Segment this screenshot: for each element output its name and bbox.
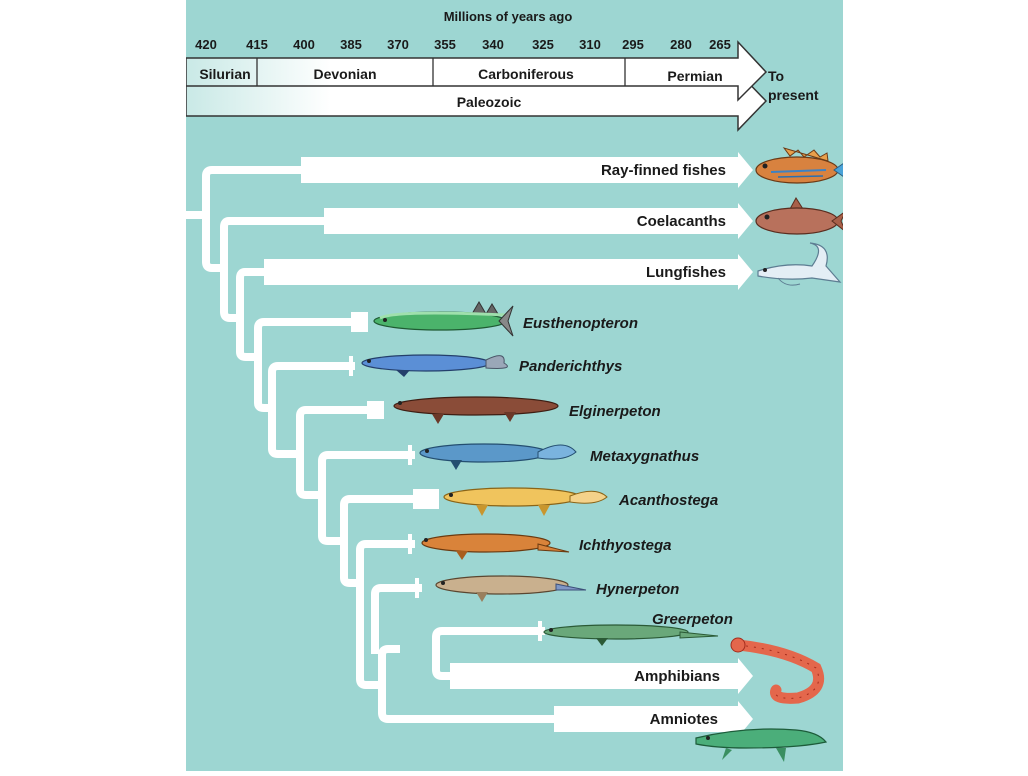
diagram-panel: Millions of years ago 420 415 400 385 37…: [182, 0, 855, 771]
alligator-icon: [695, 728, 828, 762]
tick-label: 420: [195, 37, 217, 52]
era-label: Paleozoic: [457, 94, 522, 110]
coelacanth-icon: [755, 197, 847, 235]
stem-markers: [349, 312, 542, 641]
hynerpeton-icon: [435, 575, 587, 602]
lungfish-icon: [757, 242, 842, 286]
label-hynerpeton: Hynerpeton: [596, 581, 679, 598]
period-permian: Permian: [667, 68, 722, 84]
tick-label: 340: [482, 37, 504, 52]
period-arrow: [185, 40, 768, 102]
tick-label: 310: [579, 37, 601, 52]
branch-arrow-ray-finned: [301, 152, 753, 188]
branch-arrow-coelacanths: [324, 203, 753, 239]
eusthenopteron-icon: [373, 301, 514, 337]
label-amphibians: Amphibians: [634, 668, 720, 685]
label-panderichthys: Panderichthys: [519, 358, 622, 375]
salamander-icon: [730, 637, 825, 704]
branch-arrow-lungfishes: [264, 254, 753, 290]
to-present-line1: To: [768, 68, 784, 84]
label-coelacanths: Coelacanths: [637, 213, 726, 230]
label-eusthenopteron: Eusthenopteron: [523, 315, 638, 332]
tick-label: 385: [340, 37, 362, 52]
to-present-line2: present: [768, 87, 819, 103]
tick-label: 280: [670, 37, 692, 52]
label-metaxygnathus: Metaxygnathus: [590, 448, 699, 465]
label-acanthostega: Acanthostega: [618, 492, 718, 509]
timeline-ticks: 420 415 400 385 370 355 340 325 310 295 …: [195, 37, 731, 52]
branch-arrow-amniotes: [554, 701, 753, 737]
period-devonian: Devonian: [313, 66, 376, 82]
label-ichthyostega: Ichthyostega: [579, 537, 672, 554]
tick-label: 265: [709, 37, 731, 52]
tick-label: 370: [387, 37, 409, 52]
elginerpeton-icon: [393, 396, 559, 424]
tick-label: 415: [246, 37, 268, 52]
label-elginerpeton: Elginerpeton: [569, 403, 661, 420]
label-ray-finned: Ray-finned fishes: [601, 162, 726, 179]
tick-label: 295: [622, 37, 644, 52]
acanthostega-icon: [443, 487, 608, 516]
period-silurian: Silurian: [199, 66, 250, 82]
branch-arrow-amphibians: [450, 658, 753, 694]
label-amniotes: Amniotes: [650, 711, 718, 728]
tick-label: 355: [434, 37, 456, 52]
greerpeton-icon: [543, 624, 719, 646]
label-lungfishes: Lungfishes: [646, 264, 726, 281]
ray-finned-fish-icon: [755, 147, 855, 186]
period-carboniferous: Carboniferous: [478, 66, 574, 82]
tick-label: 325: [532, 37, 554, 52]
phylogeny-diagram: Millions of years ago 420 415 400 385 37…: [182, 9, 855, 762]
metaxygnathus-icon: [419, 443, 577, 470]
label-greerpeton: Greerpeton: [652, 611, 733, 628]
ichthyostega-icon: [421, 533, 570, 560]
tree-branches: [182, 166, 558, 723]
panderichthys-icon: [361, 354, 508, 377]
tick-label: 400: [293, 37, 315, 52]
axis-title: Millions of years ago: [444, 9, 573, 24]
